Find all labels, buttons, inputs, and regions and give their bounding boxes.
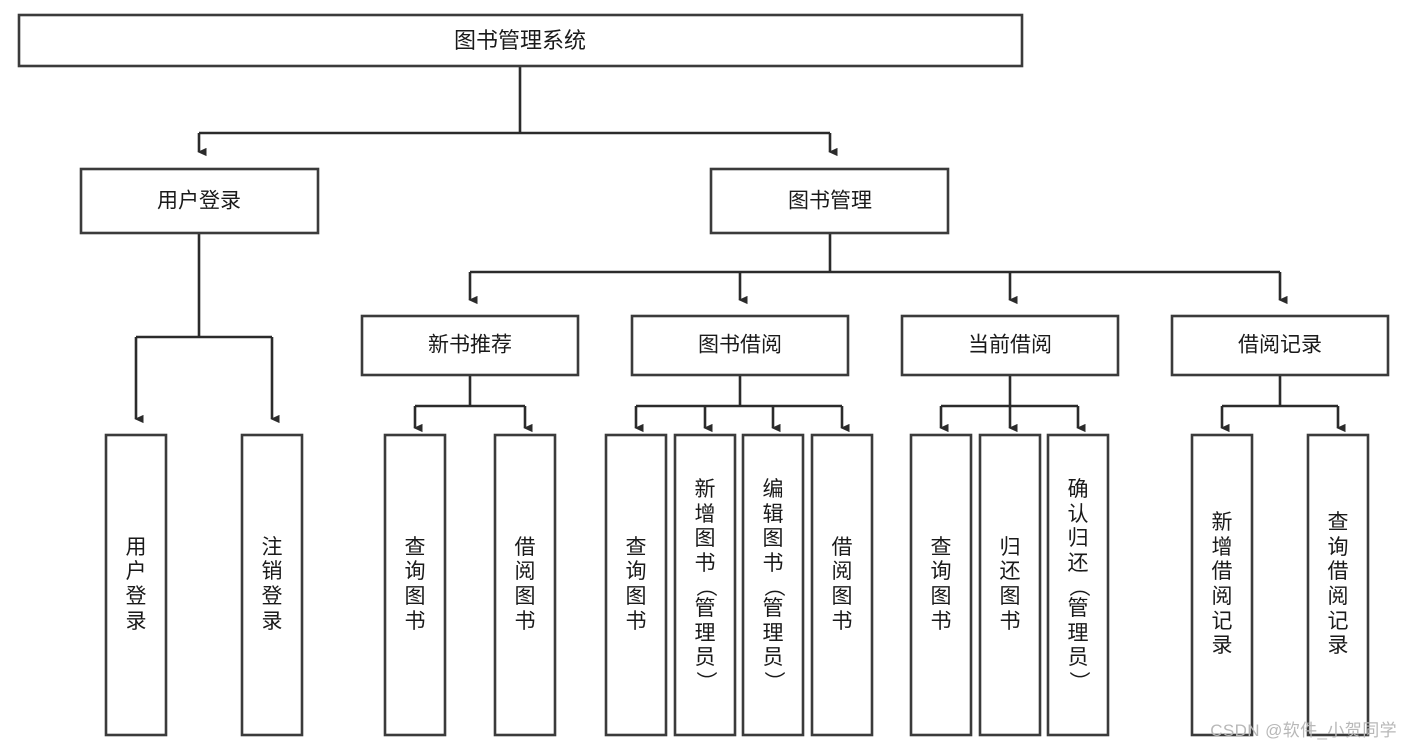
leaf-box-edit-book-admin[interactable]	[741, 433, 805, 737]
node-borrow-record-box[interactable]	[1170, 314, 1390, 377]
node-root-box[interactable]	[17, 13, 1024, 68]
node-user-login-label: 用户登录	[157, 190, 241, 213]
node-book-borrow-label: 图书借阅	[698, 334, 782, 357]
leaf-box-add-book-admin[interactable]	[673, 433, 737, 737]
leaf-box-return-book[interactable]	[978, 433, 1042, 737]
leaf-box-logout[interactable]	[240, 433, 304, 737]
watermark-text: CSDN @软件_小贺同学	[1210, 721, 1397, 740]
leaf-box-add-borrow-record[interactable]	[1190, 433, 1254, 737]
leaf-box-confirm-return-admin[interactable]	[1046, 433, 1110, 737]
connector-user-login-to-leaves	[134, 233, 280, 424]
connector-current-borrow-to-leaves	[939, 375, 1086, 433]
connector-book-mgmt-to-level3	[468, 233, 1288, 305]
node-new-book-rec-box[interactable]	[360, 314, 580, 377]
leaf-box-query-book-borrow[interactable]	[604, 433, 668, 737]
node-borrow-record-label: 借阅记录	[1238, 334, 1322, 357]
node-book-borrow-box[interactable]	[630, 314, 850, 377]
leaf-box-borrow-book-rec[interactable]	[493, 433, 557, 737]
node-root-label: 图书管理系统	[454, 28, 586, 53]
node-user-login-box[interactable]	[79, 167, 320, 235]
node-current-borrow-box[interactable]	[900, 314, 1120, 377]
node-book-mgmt-label: 图书管理	[788, 190, 872, 213]
node-current-borrow-label: 当前借阅	[968, 334, 1052, 357]
leaf-box-borrow-book[interactable]	[810, 433, 874, 737]
connector-root-to-level2	[197, 66, 838, 157]
leaf-box-query-borrow-record[interactable]	[1306, 433, 1370, 737]
node-new-book-rec-label: 新书推荐	[428, 334, 512, 357]
connector-book-borrow-to-leaves	[634, 375, 850, 433]
leaf-box-user-login[interactable]	[104, 433, 168, 737]
connector-new-book-rec-to-leaves	[413, 375, 533, 433]
leaf-box-query-book-rec[interactable]	[383, 433, 447, 737]
leaf-box-query-book-current[interactable]	[909, 433, 973, 737]
node-book-mgmt-box[interactable]	[709, 167, 950, 235]
connector-borrow-record-to-leaves	[1220, 375, 1346, 433]
